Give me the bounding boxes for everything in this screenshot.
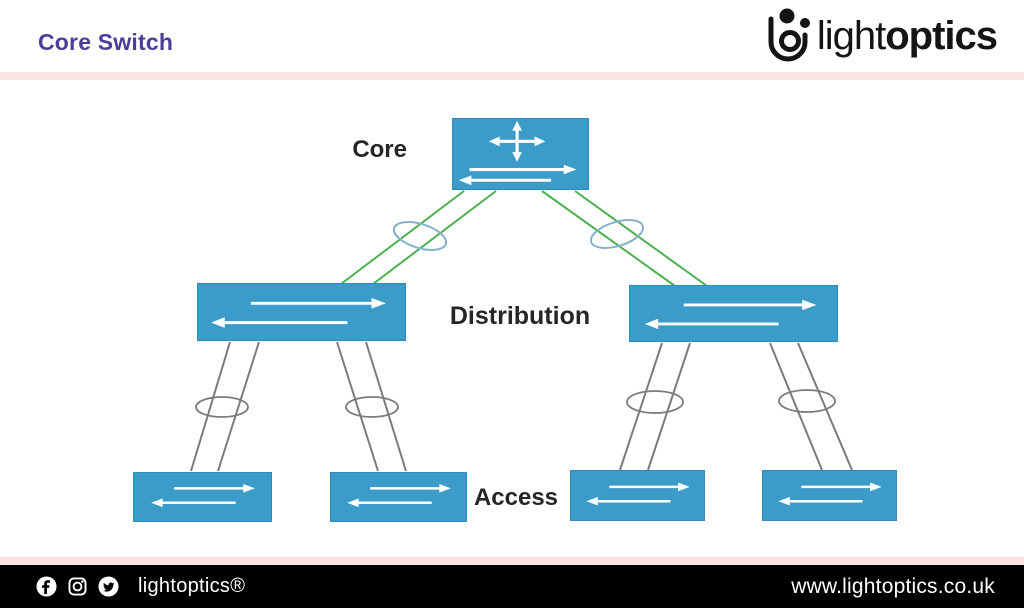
- footer-social-group: lightoptics®: [36, 575, 245, 598]
- access-switch-3-node: [570, 470, 705, 521]
- logo-text-light: light: [816, 14, 886, 58]
- lightoptics-mark-icon: [768, 8, 810, 62]
- footer-brand-text: lightoptics®: [138, 575, 246, 597]
- trunk-ellipse-left: [392, 221, 448, 251]
- core-tier-label: Core: [352, 136, 407, 163]
- distribution-access-links: [190, 341, 853, 472]
- footer: lightoptics® www.lightoptics.co.uk: [0, 565, 1024, 608]
- logo-text: lightoptics: [816, 8, 998, 64]
- multilayer-switch-arrows-icon: [458, 120, 577, 186]
- logo-text-optics: optics: [885, 14, 998, 58]
- access-switch-1-node: [133, 472, 272, 522]
- core-switch-node: [452, 118, 589, 190]
- access-tier-label: Access: [473, 484, 559, 511]
- footer-divider: [0, 557, 1024, 565]
- page-title: Core Switch: [38, 29, 174, 55]
- access-switch-2-node: [330, 472, 467, 522]
- switch-arrows-icon: [211, 298, 386, 328]
- distribution-switch-right-node: [629, 285, 838, 342]
- lightoptics-logo: lightoptics: [760, 6, 998, 64]
- distribution-tier-label: Distribution: [449, 302, 591, 330]
- switch-arrows-icon: [586, 482, 690, 506]
- switch-arrows-icon: [347, 484, 451, 508]
- switch-arrows-icon: [644, 299, 817, 330]
- switch-arrows-icon: [151, 484, 255, 508]
- distribution-switch-left-node: [197, 283, 406, 341]
- access-trunk-ellipses: [195, 389, 836, 418]
- trunk-ellipse-right: [589, 219, 645, 249]
- twitter-icon[interactable]: [98, 576, 119, 597]
- instagram-icon[interactable]: [67, 576, 88, 597]
- core-distribution-links: [340, 190, 708, 287]
- switch-arrows-icon: [778, 482, 882, 506]
- facebook-icon[interactable]: [36, 576, 57, 597]
- footer-website-link[interactable]: www.lightoptics.co.uk: [791, 574, 995, 598]
- access-switch-4-node: [762, 470, 897, 521]
- header-divider: [0, 72, 1024, 80]
